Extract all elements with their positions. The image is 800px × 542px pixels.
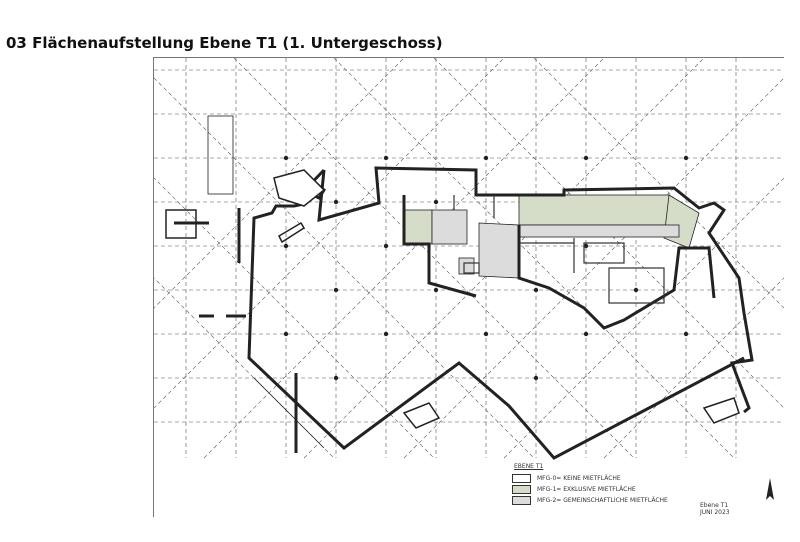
legend-swatch-common	[512, 496, 531, 505]
legend: EBENE T1 MFG-0= KEINE MIETFLÄCHE MFG-1= …	[512, 463, 712, 506]
legend-label: MFG-2= GEMEINSCHAFTLICHE MIETFLÄCHE	[537, 497, 668, 504]
legend-swatch-exclusive	[512, 485, 531, 494]
legend-heading: EBENE T1	[514, 463, 544, 470]
legend-label: MFG-0= KEINE MIETFLÄCHE	[537, 475, 621, 482]
interior-walls	[453, 195, 665, 304]
west-annex	[165, 115, 325, 453]
level-date: JUNI 2023	[700, 509, 730, 516]
floor-plan: EBENE T1 MFG-0= KEINE MIETFLÄCHE MFG-1= …	[153, 57, 784, 517]
level-name: Ebene T1	[700, 502, 729, 509]
legend-item-no-rental: MFG-0= KEINE MIETFLÄCHE	[512, 473, 712, 484]
legend-item-exclusive: MFG-1= EXKLUSIVE MIETFLÄCHE	[512, 484, 712, 495]
common-rental-areas	[431, 209, 680, 279]
staircases	[273, 169, 740, 429]
page-title: 03 Flächenaufstellung Ebene T1 (1. Unter…	[6, 34, 443, 52]
legend-item-common: MFG-2= GEMEINSCHAFTLICHE MIETFLÄCHE	[512, 495, 712, 506]
level-label: Ebene T1 JUNI 2023	[700, 502, 730, 516]
legend-label: MFG-1= EXKLUSIVE MIETFLÄCHE	[537, 486, 636, 493]
floor-plan-drawing	[154, 58, 784, 460]
legend-swatch-no-rental	[512, 474, 531, 483]
north-arrow-icon	[766, 478, 774, 500]
